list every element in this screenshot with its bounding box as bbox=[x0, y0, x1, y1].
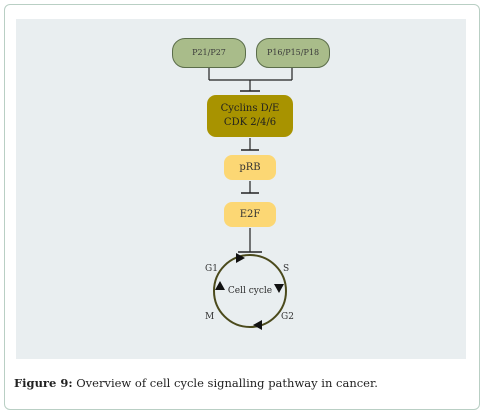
cyclins-cdk-node: Cyclins D/E CDK 2/4/6 bbox=[207, 95, 293, 137]
cell-cycle-ring bbox=[213, 254, 287, 328]
caption-label: Figure 9: bbox=[14, 376, 73, 390]
p16-p15-p18-node: P16/P15/P18 bbox=[256, 38, 330, 68]
prb-node: pRB bbox=[224, 155, 276, 180]
figure-caption: Figure 9: Overview of cell cycle signall… bbox=[14, 376, 474, 390]
p16-p15-p18-label: P16/P15/P18 bbox=[266, 48, 320, 57]
e2f-label: E2F bbox=[239, 208, 261, 220]
cycle-arrow-top bbox=[236, 253, 245, 263]
cell-cycle-label: Cell cycle bbox=[227, 286, 273, 296]
diagram-panel bbox=[16, 19, 466, 359]
caption-text: Overview of cell cycle signalling pathwa… bbox=[72, 376, 378, 390]
cell-cycle-center: Cell cycle bbox=[220, 282, 280, 300]
phase-s-label: S bbox=[283, 264, 290, 274]
phase-g2-label: G2 bbox=[281, 312, 294, 322]
phase-g1-label: G1 bbox=[205, 264, 218, 274]
cyclins-label: Cyclins D/E bbox=[220, 103, 280, 114]
p21-p27-label: P21/P27 bbox=[192, 48, 226, 57]
cdk-label: CDK 2/4/6 bbox=[223, 117, 277, 128]
p21-p27-node: P21/P27 bbox=[172, 38, 246, 68]
prb-label: pRB bbox=[239, 161, 261, 173]
cycle-arrow-bottom bbox=[253, 320, 262, 330]
e2f-node: E2F bbox=[224, 202, 276, 227]
cycle-arrow-right bbox=[274, 284, 284, 293]
cycle-arrow-left bbox=[215, 281, 225, 290]
phase-m-label: M bbox=[205, 312, 215, 322]
